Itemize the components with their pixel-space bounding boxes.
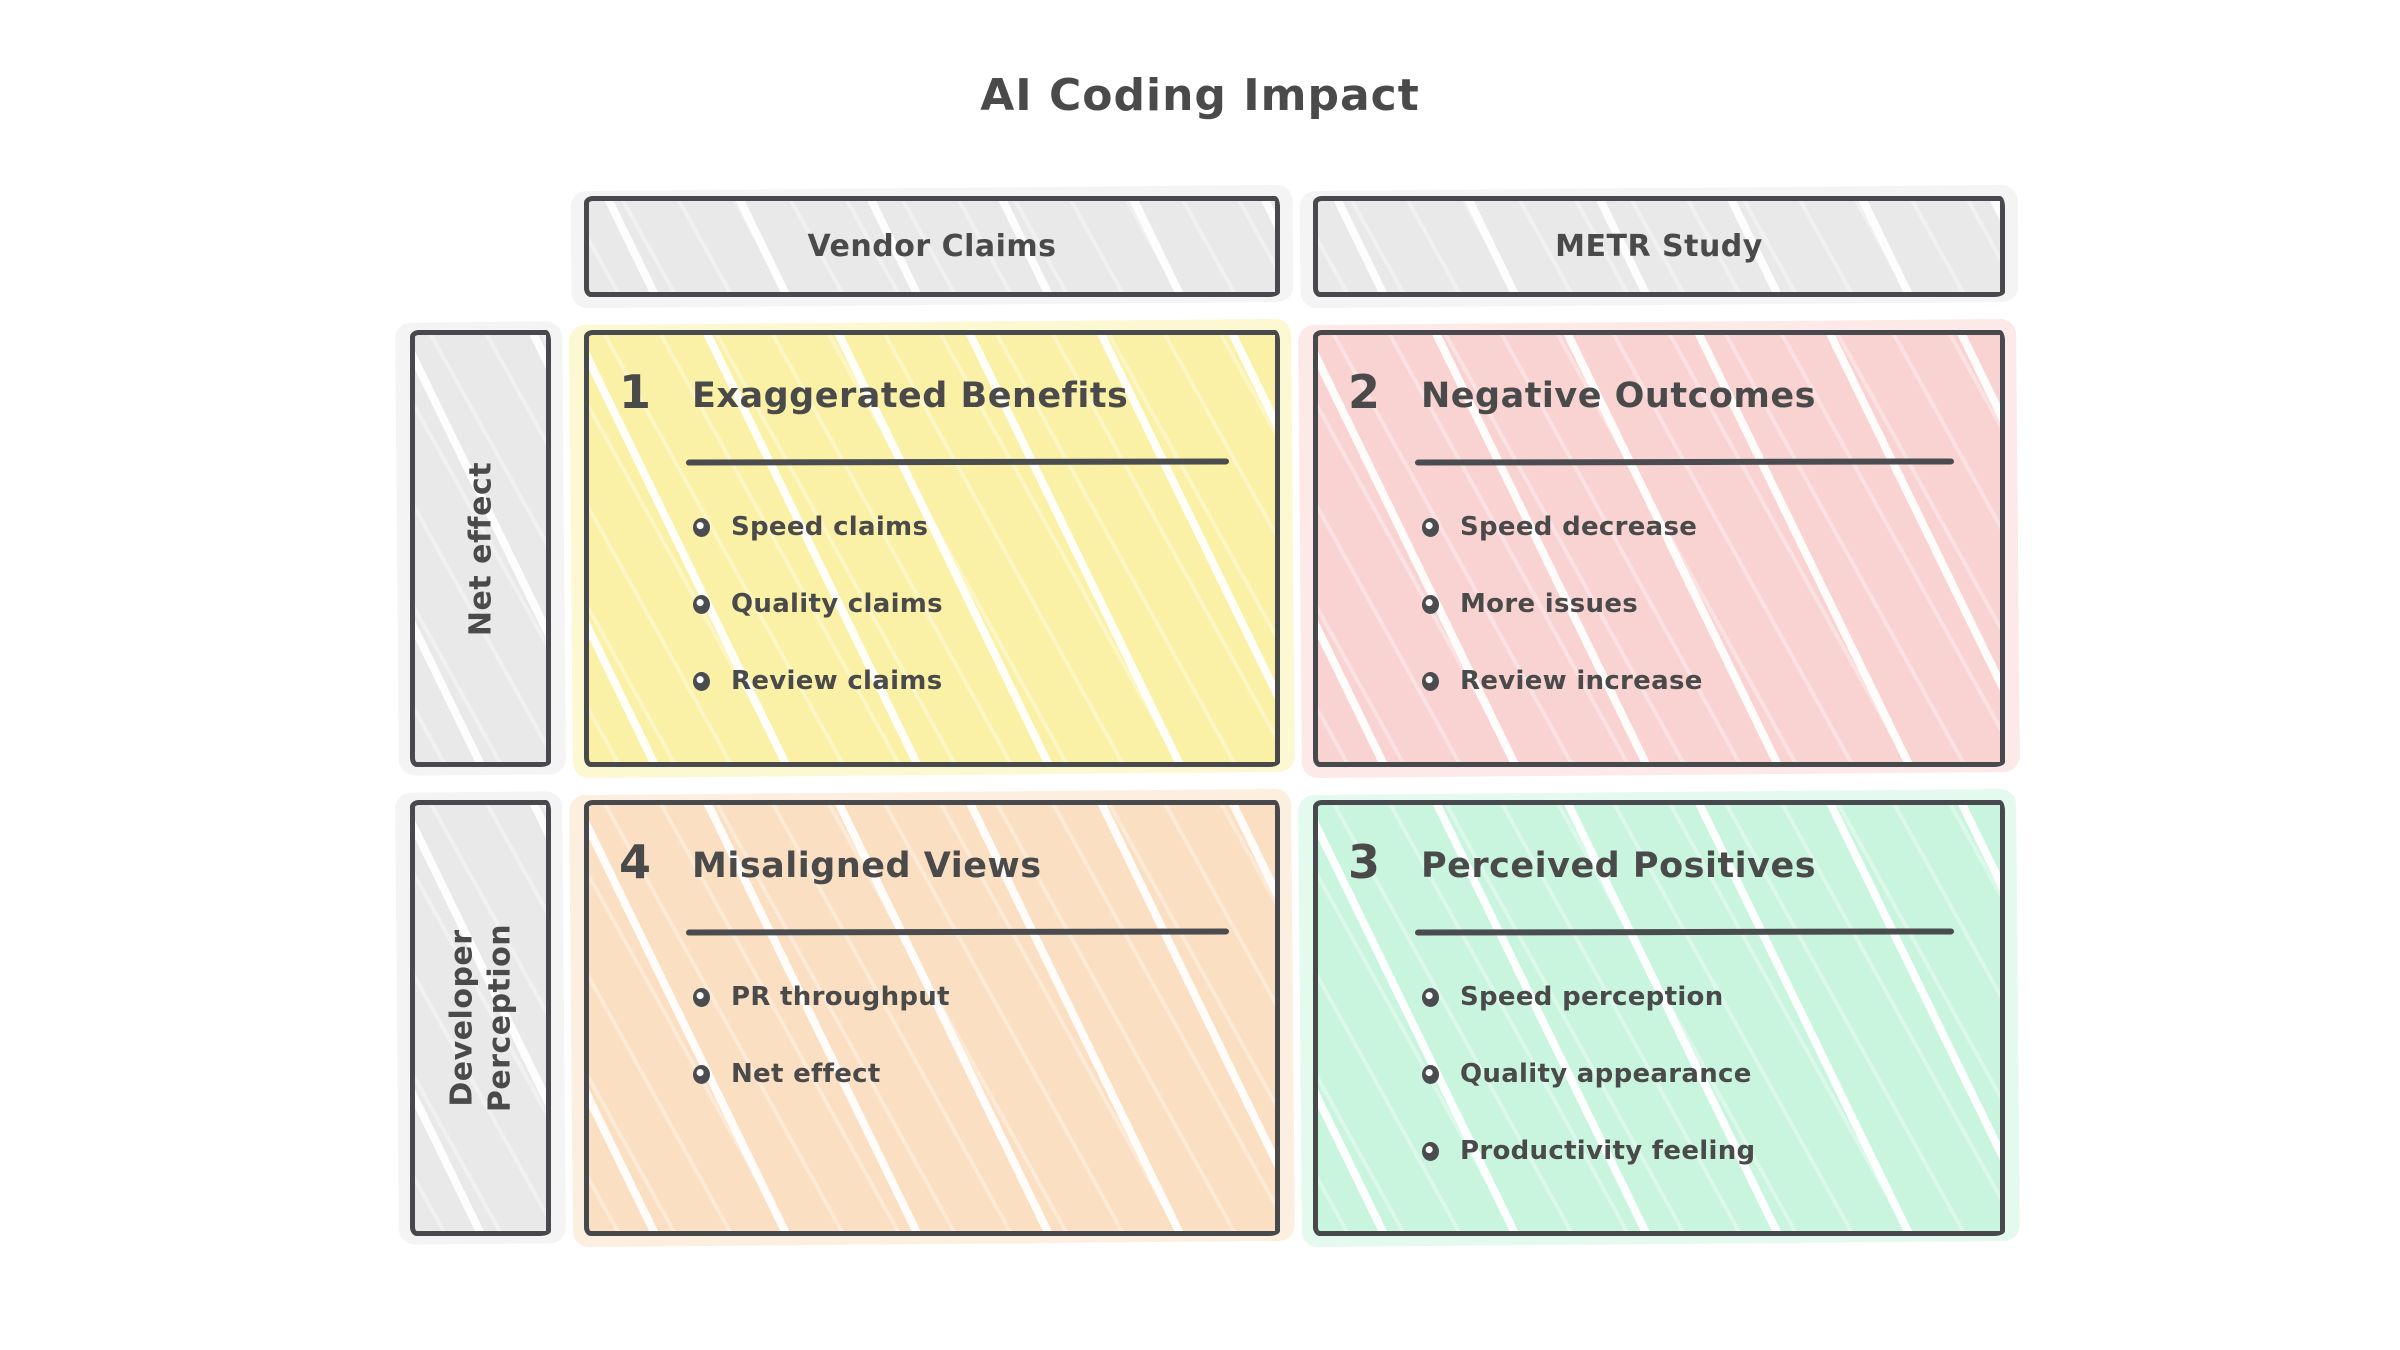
list-item: Speed decrease <box>1422 511 1960 543</box>
bullet-list: PR throughput Net effect <box>693 981 1235 1090</box>
list-item: Speed perception <box>1422 981 1960 1013</box>
row-header-net-effect: Net effect <box>395 321 566 776</box>
bullet-icon <box>1422 517 1439 537</box>
bullet-label: Review increase <box>1460 666 1703 696</box>
bullet-label: Quality claims <box>731 589 943 619</box>
quadrant-number: 3 <box>1348 835 1381 889</box>
bullet-icon <box>693 1064 710 1084</box>
bullet-label: Review claims <box>731 666 943 696</box>
bullet-icon <box>1422 594 1439 614</box>
quadrant-title: Negative Outcomes <box>1421 376 1816 416</box>
bullet-icon <box>693 671 710 691</box>
column-header-label: METR Study <box>1555 229 1763 264</box>
quadrant-title: Perceived Positives <box>1421 846 1817 886</box>
quadrant-title: Misaligned Views <box>692 846 1042 886</box>
title-divider <box>685 458 1230 466</box>
quadrant-title: Exaggerated Benefits <box>692 376 1129 416</box>
row-header-developer-perception: Developer Perception <box>395 791 566 1245</box>
list-item: Net effect <box>693 1058 1235 1090</box>
matrix-grid: Vendor Claims METR Study Net effect 1 Ex… <box>395 184 2020 1248</box>
bullet-label: Productivity feeling <box>1460 1136 1756 1166</box>
bullet-label: Net effect <box>731 1059 881 1089</box>
quadrant-2-negative-outcomes: 2 Negative Outcomes Speed decrease More … <box>1298 318 2020 779</box>
bullet-icon <box>693 594 710 614</box>
bullet-icon <box>693 987 710 1007</box>
bullet-label: Speed claims <box>731 512 929 542</box>
quadrant-number: 2 <box>1348 365 1381 419</box>
bullet-icon <box>1422 671 1439 691</box>
quadrant-3-perceived-positives: 3 Perceived Positives Speed perception Q… <box>1298 788 2020 1248</box>
list-item: Quality appearance <box>1422 1058 1960 1090</box>
list-item: Speed claims <box>693 511 1235 543</box>
grid-corner-empty <box>410 196 551 297</box>
column-header-label: Vendor Claims <box>807 229 1057 264</box>
list-item: PR throughput <box>693 981 1235 1013</box>
column-header-vendor-claims: Vendor Claims <box>570 184 1294 309</box>
quadrant-4-misaligned-views: 4 Misaligned Views PR throughput Net eff… <box>569 788 1295 1248</box>
diagram-title: AI Coding Impact <box>980 70 1420 121</box>
bullet-icon <box>1422 1141 1439 1161</box>
list-item: More issues <box>1422 588 1960 620</box>
bullet-icon <box>1422 1064 1439 1084</box>
quadrant-1-exaggerated-benefits: 1 Exaggerated Benefits Speed claims Qual… <box>569 318 1295 779</box>
list-item: Quality claims <box>693 588 1235 620</box>
column-header-metr-study: METR Study <box>1299 184 2019 309</box>
title-divider <box>1414 928 1955 936</box>
list-item: Review claims <box>693 665 1235 697</box>
list-item: Productivity feeling <box>1422 1135 1960 1167</box>
bullet-icon <box>693 517 710 537</box>
list-item: Review increase <box>1422 665 1960 697</box>
bullet-label: Speed decrease <box>1460 512 1698 542</box>
bullet-label: More issues <box>1460 589 1639 619</box>
bullet-icon <box>1422 987 1439 1007</box>
title-divider <box>1414 458 1955 466</box>
row-header-label: Net effect <box>462 461 498 636</box>
bullet-list: Speed perception Quality appearance Prod… <box>1422 981 1960 1167</box>
row-header-label: Developer Perception <box>444 923 517 1113</box>
bullet-label: Speed perception <box>1460 982 1724 1012</box>
bullet-list: Speed claims Quality claims Review claim… <box>693 511 1235 697</box>
quadrant-number: 4 <box>619 835 652 889</box>
quadrant-number: 1 <box>619 365 652 419</box>
bullet-label: PR throughput <box>731 982 950 1012</box>
bullet-label: Quality appearance <box>1460 1059 1752 1089</box>
title-divider <box>685 928 1230 936</box>
bullet-list: Speed decrease More issues Review increa… <box>1422 511 1960 697</box>
